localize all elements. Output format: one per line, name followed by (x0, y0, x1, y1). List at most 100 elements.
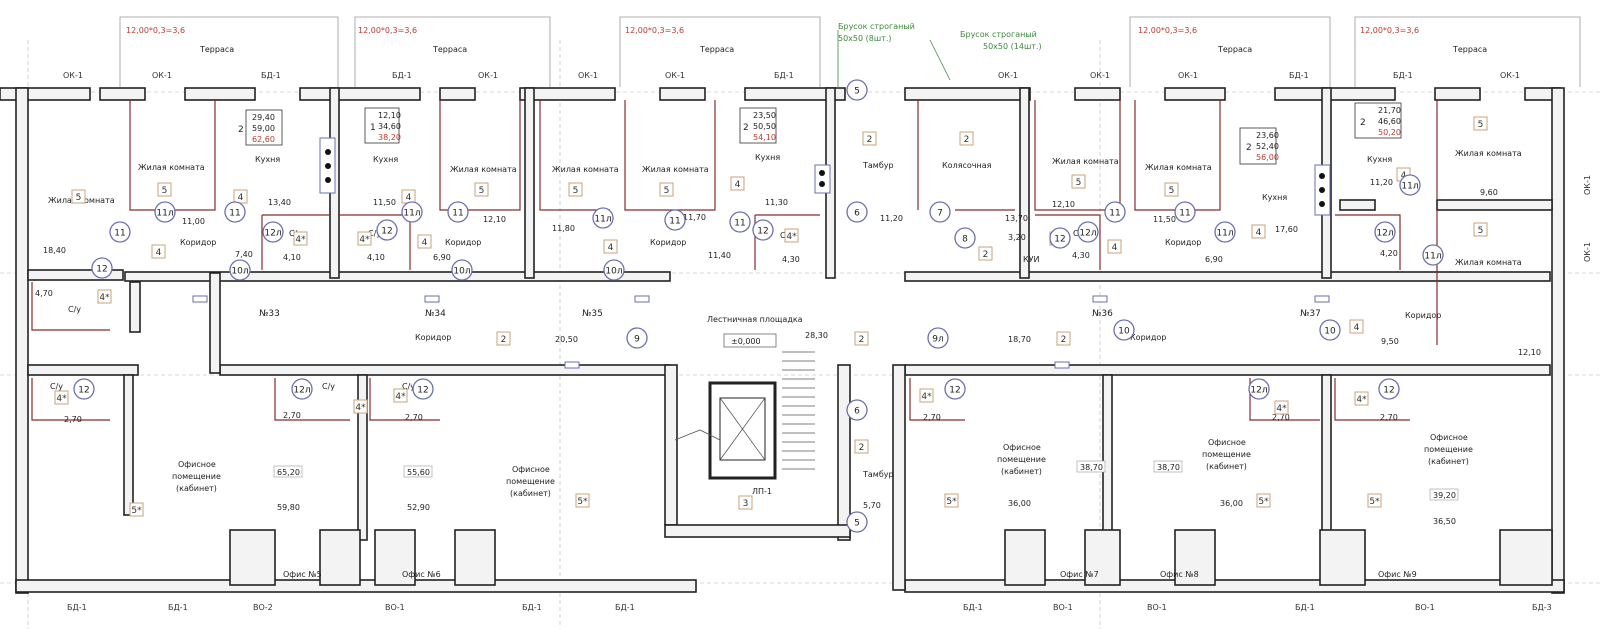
room-area: 7,40 (235, 250, 253, 259)
room-name: Тамбур (862, 161, 894, 170)
opening-mark: ОК-1 (63, 71, 83, 80)
room-code-text: 5* (131, 506, 142, 516)
level-mark: ±0,000 (723, 333, 777, 348)
room-code-text: 5 (1478, 226, 1484, 236)
office-area-b: 36,00 (1220, 499, 1243, 508)
room-name: Кухня (1367, 155, 1392, 164)
flat-area-c: 38,20 (378, 133, 401, 142)
room-area: 12,10 (1052, 200, 1075, 209)
marker-text: 10л (231, 267, 248, 277)
room-code: 5 (1473, 222, 1488, 237)
room-code-text: 5 (1478, 120, 1484, 130)
room-name: С/у (322, 382, 335, 391)
room-code-text: 4 (1256, 228, 1262, 238)
opening-mark: БД-1 (774, 71, 794, 80)
flat-number: №35 (582, 309, 603, 319)
terrace-label: Терраса (1217, 45, 1252, 54)
room-code: 4* (353, 399, 368, 414)
room-code: 4* (54, 390, 69, 405)
flat-area-b: 34,60 (378, 122, 401, 131)
room-area: 11,20 (1370, 178, 1393, 187)
office-name: Офис №8 (1160, 570, 1199, 579)
room-area: 11,70 (683, 213, 706, 222)
room-name: Коридор (1405, 311, 1441, 320)
terrace-formula: 12,00*0,3=3,6 (358, 26, 417, 35)
room-area: 11,30 (765, 198, 788, 207)
marker-circle: 11л (1399, 174, 1421, 196)
opening-mark: ВО-1 (1147, 603, 1167, 612)
marker-text: 12л (264, 229, 281, 239)
room-code: 4 (1251, 224, 1266, 239)
marker-circle: 9 (626, 327, 648, 349)
room-area: 12,10 (1518, 348, 1541, 357)
room-code: 2 (854, 439, 869, 454)
flat-area-b: 46,60 (1378, 117, 1401, 126)
marker-circle: 12 (1049, 227, 1071, 249)
marker-circle: 11 (109, 221, 131, 243)
room-area: 28,30 (805, 331, 828, 340)
marker-circle: 12 (412, 378, 434, 400)
marker-text: 12 (78, 386, 89, 396)
room-code-text: 4* (395, 392, 406, 402)
marker-text: 7 (937, 209, 943, 219)
marker-text: 5 (854, 87, 860, 97)
marker-circle: 11 (1104, 201, 1126, 223)
marker-circle: 5 (846, 511, 868, 533)
marker-text: 10 (1324, 327, 1336, 337)
room-code: 2 (1056, 331, 1071, 346)
room-code-text: 4 (1112, 243, 1118, 253)
lift-mark: ЛП-1 (752, 487, 772, 496)
opening-mark: БД-1 (261, 71, 281, 80)
marker-text: 12л (293, 386, 310, 396)
room-area: 11,80 (552, 224, 575, 233)
room-name: Коридор (1130, 333, 1166, 342)
room-codes: 5544555422554455444444*4*4*4*4*222224*4*… (54, 116, 1488, 517)
room-area: 4,10 (283, 253, 301, 262)
room-code: 2 (978, 246, 993, 261)
office-area-b: 36,00 (1008, 499, 1031, 508)
marker-text: 10л (453, 267, 470, 277)
opening-mark: ОК-1 (152, 71, 172, 80)
room-area: 3,20 (1008, 233, 1026, 242)
room-area: 11,00 (182, 217, 205, 226)
marker-circle: 11 (224, 201, 246, 223)
opening-mark: ВО-1 (1415, 603, 1435, 612)
room-name: Жилая комната (1145, 163, 1212, 172)
room-area: 11,20 (880, 214, 903, 223)
terrace-formula: 12,00*0,3=3,6 (1138, 26, 1197, 35)
office-labels: Офисное помещение (кабинет) Офисное поме… (172, 433, 1473, 579)
room-area: 5,70 (863, 501, 881, 510)
walls (0, 87, 1565, 594)
flat-area-c: 50,20 (1378, 128, 1401, 137)
opening-mark: БД-1 (522, 603, 542, 612)
marker-circle: 11 (1174, 201, 1196, 223)
marker-text: 11л (1424, 252, 1441, 262)
marker-circle: 11 (664, 209, 686, 231)
marker-text: 11 (452, 209, 463, 219)
marker-text: 6 (854, 209, 860, 219)
room-area: 9,50 (1381, 337, 1399, 346)
room-area: 2,70 (283, 411, 301, 420)
flat-summary: 2 23,50 50,50 54,10 (739, 107, 777, 144)
room-area: 6,90 (433, 253, 451, 262)
room-code: 4 (417, 234, 432, 249)
opening-mark: ОК-1 (478, 71, 498, 80)
marker-text: 12 (1383, 386, 1394, 396)
marker-circle: 6 (846, 201, 868, 223)
opening-mark: БД-1 (1295, 603, 1315, 612)
room-code-text: 4 (156, 248, 162, 258)
room-code: 4 (151, 244, 166, 259)
room-code: 4 (233, 189, 248, 204)
marker-circle: 12л (1077, 221, 1099, 243)
room-code: 4* (293, 231, 308, 246)
room-code: 4* (97, 289, 112, 304)
marker-circle: 11л (592, 207, 614, 229)
marker-circle: 12л (1248, 378, 1270, 400)
room-area: 17,60 (1275, 225, 1298, 234)
office-name: Офис №9 (1378, 570, 1417, 579)
office-name: Офис №5 (283, 570, 322, 579)
marker-circle: 11л (154, 201, 176, 223)
marker-text: 12 (381, 227, 392, 237)
